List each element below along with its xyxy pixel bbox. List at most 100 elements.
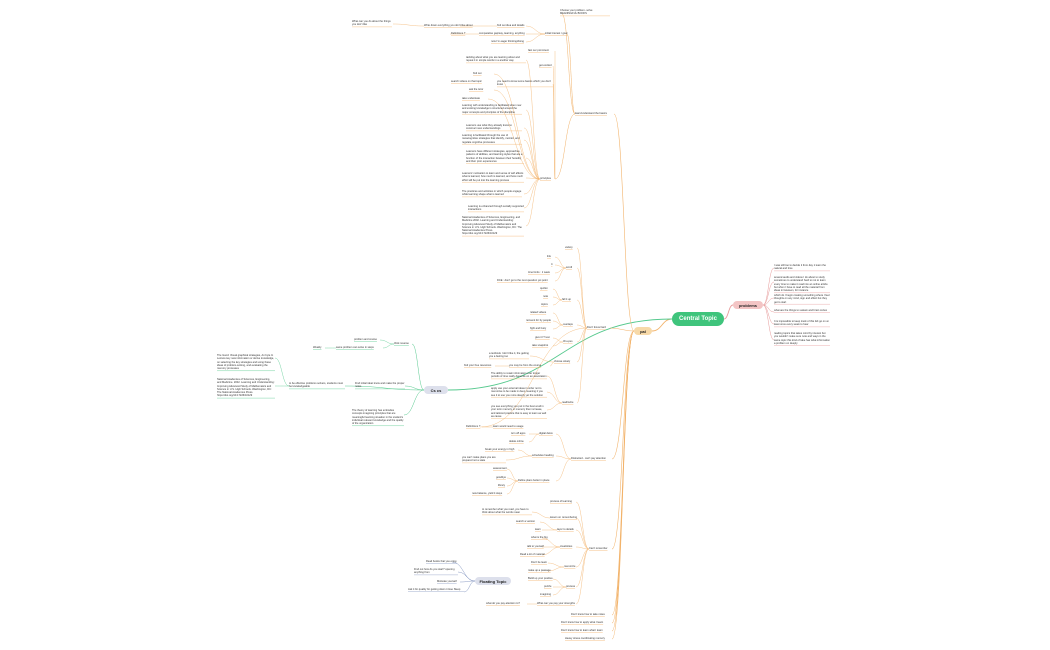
node-creativities[interactable]: creativities <box>560 545 573 548</box>
leaf-library[interactable]: library <box>498 484 506 487</box>
leaf-talk-yourself[interactable]: talk to yourself <box>527 545 544 548</box>
problem-2[interactable]: several audio and videos I do about to s… <box>774 276 828 293</box>
leaf-tt[interactable]: tt <box>551 263 553 266</box>
leaf-make-passage[interactable]: make up a passage <box>528 569 551 572</box>
leaf-topics[interactable]: topics <box>541 303 548 306</box>
node-thru-pus[interactable]: thru-pus <box>563 340 573 343</box>
leaf-goodbye[interactable]: goodbye <box>496 476 506 479</box>
problem-5[interactable]: It is impossible to keep track of this f… <box>774 320 829 327</box>
leaf-time-limits[interactable]: time limits : 1 week <box>528 271 550 274</box>
leaf-take-snapshot[interactable]: take snapshot <box>532 344 549 347</box>
leaf-big[interactable]: what is the big <box>531 536 548 539</box>
float-quality-sleep[interactable]: Ask it for quality for getting down it l… <box>408 588 461 591</box>
note-definitions[interactable]: Definitions ? <box>451 32 466 35</box>
node-need-basics[interactable]: you need to know some basics which you d… <box>497 80 551 87</box>
principle-ask-tutor[interactable]: ask the tutor <box>469 88 484 91</box>
leaf-remember-read[interactable]: to remember what you read, you have to t… <box>482 508 529 515</box>
leaf-delete-online[interactable]: delete online <box>509 440 524 443</box>
node-digital-detox[interactable]: digital detox <box>539 432 553 435</box>
branch-take-notes[interactable]: Don't know how to take notes <box>571 613 605 616</box>
node-definitions-2[interactable]: Definitions ? <box>466 425 481 428</box>
leaf-search-version[interactable]: search a version <box>516 520 536 523</box>
problem-1[interactable]: I was still too to decide it from day 1 … <box>774 264 826 271</box>
note-write-down[interactable]: Write down everything you don't like abo… <box>424 24 473 27</box>
cs-citation[interactable]: National Academies of Sciences, Engineer… <box>217 378 275 398</box>
leaf-free-resources[interactable]: find your free resources <box>464 364 492 367</box>
principle-strategies[interactable]: Learners have different strategies, appr… <box>466 150 523 163</box>
node-eager-thinking[interactable]: now I'm eager thinking/doing <box>491 40 524 43</box>
leaf-learn[interactable]: learn <box>535 528 541 531</box>
central-topic-node[interactable]: Central Topic <box>672 312 724 326</box>
float-motivate[interactable]: Motivate yourself <box>437 580 457 583</box>
cs-find-initial-idea[interactable]: Find initial idea/ know and make the pro… <box>355 382 405 389</box>
leaf-learn-usage[interactable]: learn would need to usage <box>493 425 524 428</box>
node-process[interactable]: process <box>566 585 576 588</box>
leaf-pay-attention[interactable]: what do you pay attention to? <box>486 602 520 605</box>
leaf-break-energy[interactable]: break your energy in high <box>485 448 515 451</box>
node-lesson-remembering[interactable]: lesson on remembering <box>550 516 578 519</box>
node-initial-interest[interactable]: initial Interest / goal <box>545 32 568 35</box>
node-process-learning[interactable]: process of learning <box>550 500 572 503</box>
node-memorize[interactable]: memorize <box>564 565 576 568</box>
cs-visual-strategies[interactable]: The Good: Visual graphical strategies, A… <box>217 354 275 371</box>
leaf-turn-off-apps[interactable]: turn off apps <box>511 432 526 435</box>
leaf-may-be-from-course[interactable]: you may be from the course <box>509 364 542 367</box>
node-define-plans[interactable]: Define plans better in place <box>518 479 550 482</box>
node-scroll[interactable]: scroll <box>566 266 573 269</box>
node-fall-it-up[interactable]: fall it up <box>562 298 571 301</box>
leaf-apply-ideas[interactable]: apply use your external ideas in order n… <box>491 387 544 397</box>
node-get-excited[interactable]: get excited <box>539 64 552 67</box>
node-find-out-idea[interactable]: find out idea and details <box>497 24 525 27</box>
node-principles[interactable]: principles <box>540 177 551 180</box>
leaf-new-balance[interactable]: new balance, yield it stays <box>472 492 503 495</box>
problem-6[interactable]: reading topics that takes mind by intere… <box>774 332 830 345</box>
node-choose-problem[interactable]: Choose your problem- solve MEANINGFUL BO… <box>560 9 593 16</box>
node-variety[interactable]: variety <box>565 246 573 249</box>
leaf-textbook[interactable]: a textbook I don't like it, the getting … <box>489 352 529 359</box>
branch-apply-learn[interactable]: Don't know how to apply what I learn <box>561 621 604 624</box>
note-what-can-you-do[interactable]: What can you do about the things you don… <box>352 20 391 27</box>
branch-learn-what[interactable]: Don't know how to learn what I learn <box>561 629 603 632</box>
cs-node[interactable]: Cs cs <box>424 386 448 394</box>
branch-distracted[interactable]: Distracted - can't pay attention <box>571 457 606 460</box>
node-overlaps[interactable]: overlaps <box>563 323 573 326</box>
leaf-give-it-test[interactable]: give it IT test <box>535 336 550 339</box>
branch-heavy-stress[interactable]: Heavy stress coordinating memory <box>565 637 605 640</box>
branch-learn-basics[interactable]: learn/understand the basics <box>575 112 607 115</box>
cs-theory-learning[interactable]: The theory of learning has embodies conc… <box>352 409 404 426</box>
node-fast-prominent[interactable]: fast our prominent <box>528 49 549 52</box>
pal-node[interactable]: pal <box>634 327 652 335</box>
leaf-fight-fusty[interactable]: fight and fusty <box>530 327 547 330</box>
leaf-reinvent[interactable]: reinvent for by people <box>526 319 551 322</box>
problem-4[interactable]: what are the things to sustain and brain… <box>774 309 828 312</box>
leaf-imagining[interactable]: imagining <box>540 593 552 596</box>
node-layer-details[interactable]: layer to details <box>557 528 574 531</box>
node-strengths[interactable]: What can you pay your strengths <box>537 602 575 605</box>
principle-metacognitive[interactable]: Learning is facilitated through the use … <box>462 134 520 144</box>
leaf-dont-be-learn[interactable]: Don't be learn <box>531 561 548 564</box>
cs-effective-solvers[interactable]: to be effective problems solvers, studen… <box>289 382 344 389</box>
leaf-note[interactable]: note <box>543 295 549 298</box>
cs-problem-course[interactable]: problem and course <box>354 338 377 341</box>
principle-social[interactable]: Learning is enhanced through socially su… <box>468 205 524 212</box>
branch-cant-remember[interactable]: Can't remember <box>589 547 608 550</box>
leaf-read-material[interactable]: Read a lot of material <box>520 553 545 556</box>
principle-find-out[interactable]: find out <box>473 72 482 75</box>
cs-weekly[interactable]: Weekly <box>313 346 322 349</box>
float-read-books[interactable]: Read books that you enjoy <box>426 560 457 563</box>
leaf-puzzle[interactable]: puzzle <box>544 585 552 588</box>
leaf-cant-make-plans[interactable]: you can't make plans you are prepared no… <box>462 456 496 463</box>
node-comparative-gap[interactable]: comparative gap/say, learning, anything <box>479 32 525 35</box>
node-choose-wisely[interactable]: choose wisely <box>554 360 571 363</box>
leaf-link[interactable]: link <box>547 255 551 258</box>
float-how-start[interactable]: Find out how do you start? opening anyth… <box>414 568 455 575</box>
floating-topic-node[interactable]: Floating Topic <box>475 577 511 585</box>
branch-dont-focus[interactable]: Don't focus hard <box>587 326 606 329</box>
principle-citation[interactable]: National Academies of Sciences, Engineer… <box>462 216 522 236</box>
leaf-quizlet[interactable]: quizlet <box>540 287 548 290</box>
principle-tackling[interactable]: tackling about what you are learning abo… <box>466 56 520 63</box>
leaf-ability-retain[interactable]: The ability to retain information over l… <box>491 372 547 379</box>
problems-node[interactable]: problems <box>733 301 763 309</box>
principle-structured[interactable]: Learning with understanding is facilitat… <box>462 104 522 114</box>
principle-take-understate[interactable]: take understate <box>462 97 480 100</box>
